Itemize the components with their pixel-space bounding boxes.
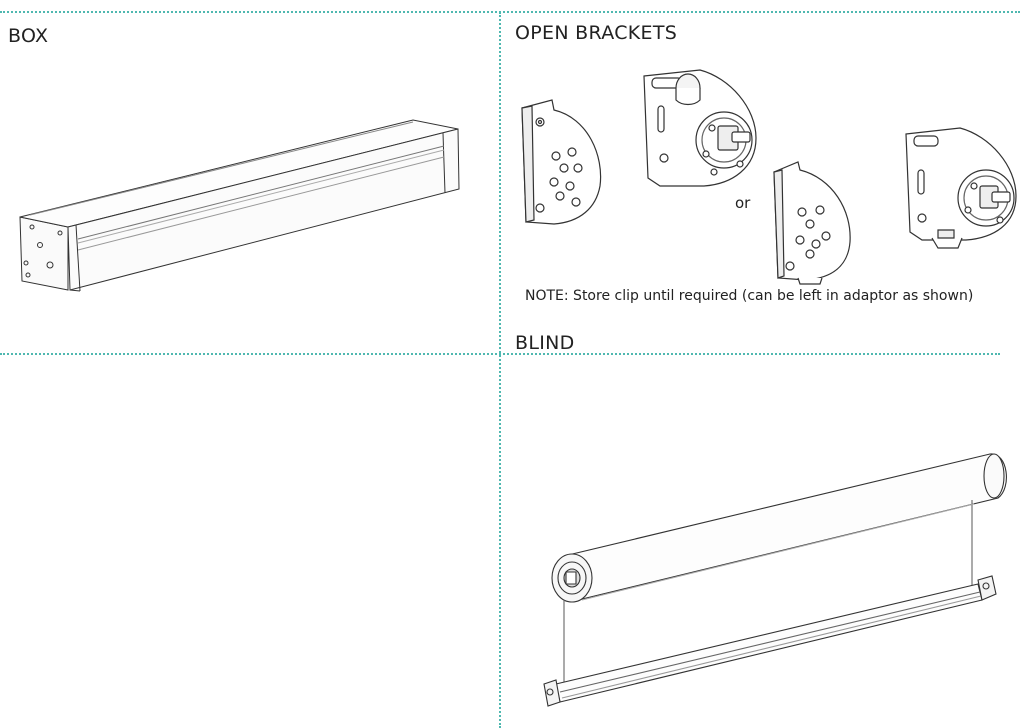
roller-blind-illustration xyxy=(542,448,1010,710)
box-heading: BOX xyxy=(8,25,49,47)
box-illustration xyxy=(18,115,463,295)
end-bracket-alt-illustration xyxy=(770,158,856,286)
end-bracket-motor-clip-illustration xyxy=(902,126,1020,250)
top-divider xyxy=(0,11,1020,13)
store-clip-note: NOTE: Store clip until required (can be … xyxy=(525,288,974,304)
bracket-or-label: or xyxy=(735,194,751,212)
end-bracket-motor-illustration xyxy=(640,68,760,190)
end-bracket-left-illustration xyxy=(518,96,608,228)
center-divider xyxy=(499,12,501,728)
blind-heading: BLIND xyxy=(515,332,575,354)
open-brackets-heading: OPEN BRACKETS xyxy=(515,22,678,44)
